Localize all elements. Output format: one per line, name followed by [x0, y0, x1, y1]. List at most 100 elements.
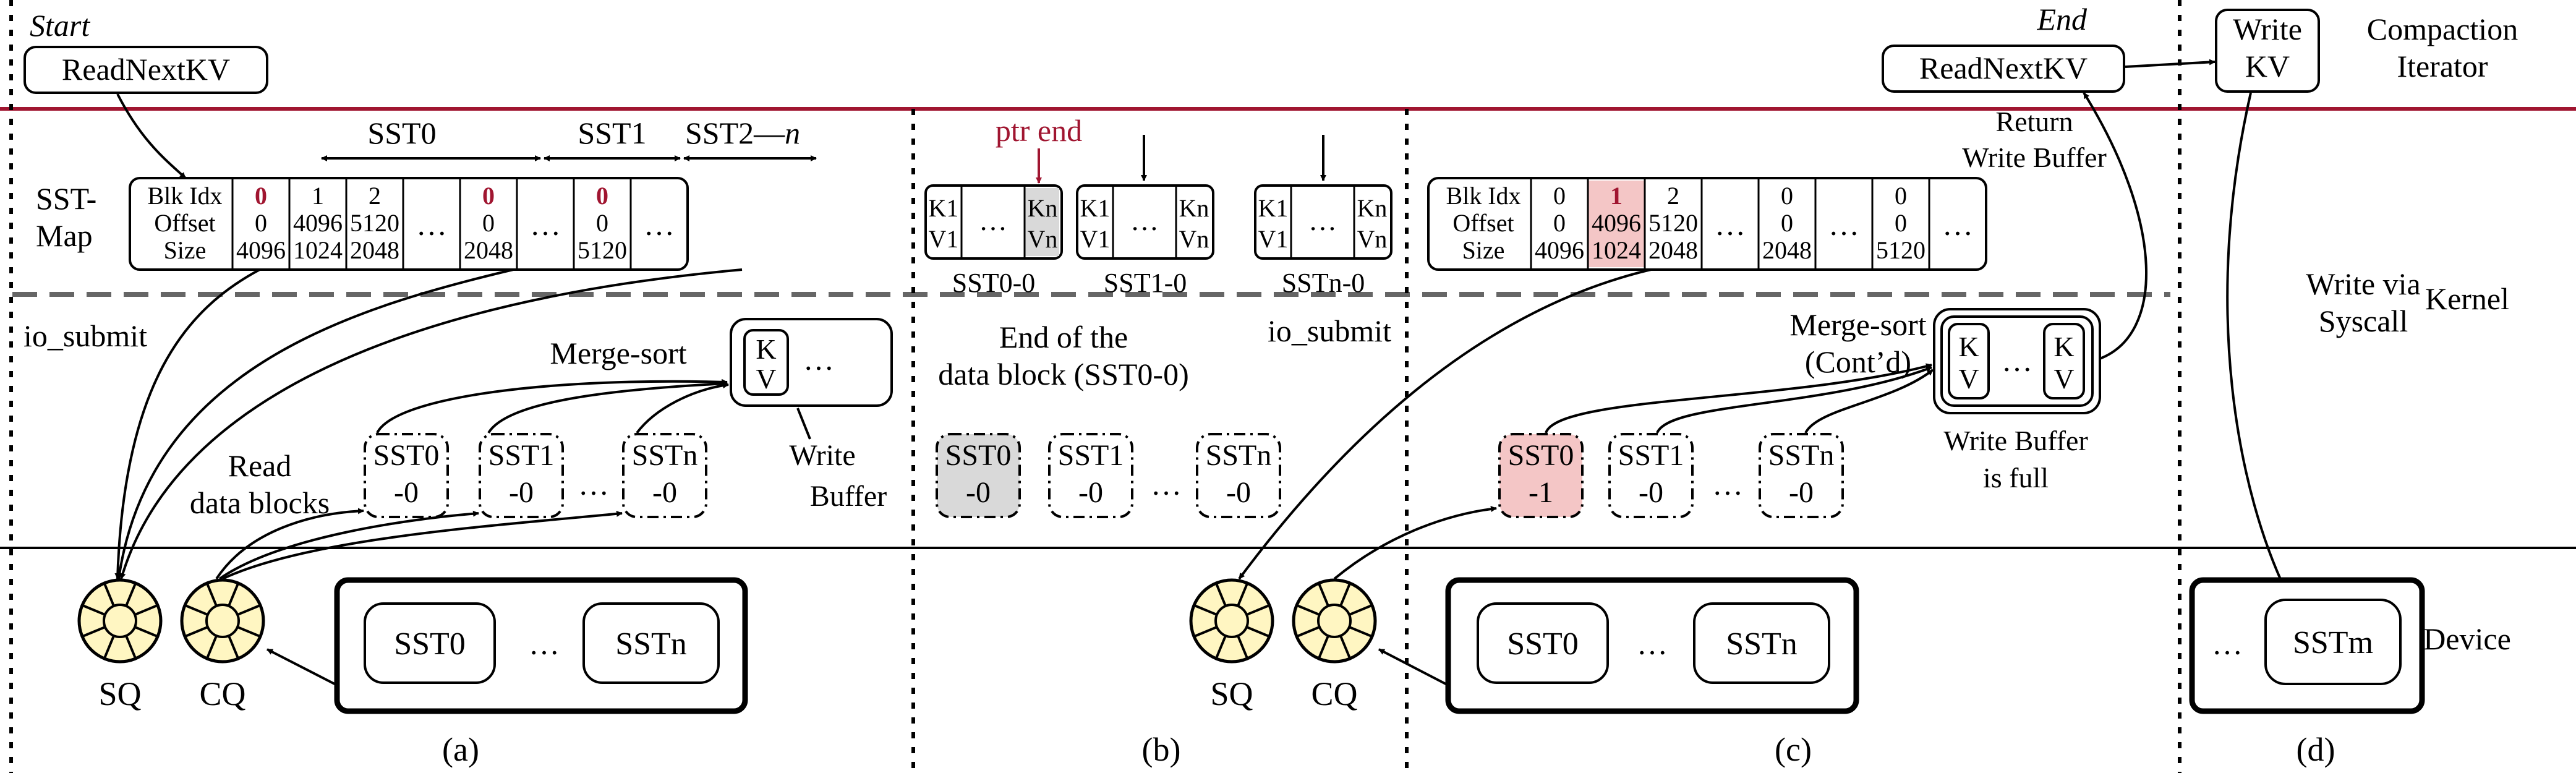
kv-c2-k: K — [2054, 331, 2074, 362]
submit-arrow-bc — [1238, 268, 1652, 580]
cq-ring-b — [1292, 578, 1377, 664]
device-sstn-label-c: SSTn — [1726, 626, 1798, 662]
map-row-label: Blk Idx — [1446, 182, 1520, 210]
read-next-kv-start-label: ReadNextKV — [62, 52, 230, 87]
sq-ring-b — [1189, 578, 1274, 664]
map-highlight-cell — [1588, 181, 1645, 267]
map-size: 2048 — [350, 236, 399, 264]
ellipsis-wb-a: … — [803, 342, 834, 377]
kv-v1: V1 — [929, 225, 959, 253]
svg-text:-0: -0 — [1639, 476, 1663, 509]
svg-text:-0: -0 — [1789, 476, 1814, 509]
kv-k1: K1 — [929, 194, 959, 222]
map-blk-idx: 2 — [1667, 182, 1679, 210]
kv-block — [1076, 184, 1214, 260]
map-size: 2048 — [1648, 236, 1698, 264]
compaction-label: Compaction — [2367, 12, 2518, 46]
map-blk-idx: 0 — [596, 182, 608, 210]
device-to-cq-arrow-c — [1378, 648, 1449, 686]
svg-text:SST0: SST0 — [1508, 439, 1574, 472]
map-size: 1024 — [1592, 236, 1641, 264]
map-blk-idx: … — [530, 207, 561, 242]
kv-pair-c-2 — [2043, 323, 2085, 399]
device-ellipsis-d: … — [2212, 626, 2243, 661]
map-offset: 0 — [482, 209, 495, 237]
merge-arrow-c-3 — [1804, 369, 1934, 434]
map-row-label: Offset — [1452, 209, 1514, 237]
device-sstm-label: SSTm — [2293, 625, 2373, 660]
merge-arrow-a-2 — [487, 380, 728, 434]
device-label: Device — [2423, 621, 2511, 656]
device-sst0-label-c: SST0 — [1507, 626, 1579, 662]
read-blocks-a-2: data blocks — [190, 485, 330, 520]
submit-arrow-a-3 — [119, 268, 743, 579]
svg-text:SST0: SST0 — [945, 439, 1012, 472]
svg-text:SSTn: SSTn — [1206, 439, 1272, 472]
svg-text:SST0: SST0 — [373, 439, 440, 472]
read-next-kv-end — [1882, 45, 2125, 93]
device-sstm — [2264, 599, 2402, 685]
map-blk-idx: 0 — [1895, 182, 1907, 210]
range-sst1: SST1 — [578, 116, 646, 150]
kv-pair-c-1 — [1948, 323, 1990, 399]
kv-v1: V1 — [1080, 225, 1111, 253]
svg-text:SST1: SST1 — [1058, 439, 1124, 472]
kv-c2-v: V — [2054, 363, 2074, 395]
map-blk-idx: … — [1942, 207, 1973, 242]
map-blk-idx: … — [1715, 207, 1746, 242]
svg-text:SSTn: SSTn — [632, 439, 698, 472]
kv-block-label: SSTn-0 — [1282, 268, 1365, 298]
map-size: 4096 — [236, 236, 286, 264]
kv-v-a: V — [756, 363, 776, 395]
map-blk-idx: … — [644, 207, 675, 242]
map-size: 5120 — [1876, 236, 1926, 264]
range-sst0: SST0 — [367, 116, 436, 150]
end-of-block-1: End of the — [999, 320, 1128, 354]
cq-label-b: CQ — [1311, 675, 1357, 712]
arrow-readnext-to-writekv — [2125, 59, 2216, 68]
svg-text:-0: -0 — [652, 476, 677, 509]
kv-block-label: SST0-0 — [952, 268, 1035, 298]
caption-c: (c) — [1775, 731, 1812, 768]
start-label: Start — [30, 8, 90, 43]
cq-arrow-a-3 — [222, 510, 623, 580]
data-block-a-sstn: SSTn -0 — [622, 433, 707, 518]
cq-label-a: CQ — [199, 675, 245, 712]
map-offset: 5120 — [1648, 209, 1698, 237]
write-syscall-1: Write via — [2306, 267, 2420, 301]
merge-arrow-c-2 — [1656, 366, 1932, 433]
write-buffer-label-a-2: Buffer — [810, 480, 887, 513]
map-offset: 0 — [255, 209, 267, 237]
cq-arrow-c — [1333, 506, 1497, 580]
wb-full-2: is full — [1983, 462, 2049, 493]
map-offset: 0 — [1781, 209, 1793, 237]
map-blk-idx: 0 — [255, 182, 267, 210]
data-block-a-sst0: SST0 -0 — [364, 433, 449, 518]
map-offset: 0 — [1895, 209, 1907, 237]
kv-vn: Vn — [1028, 225, 1058, 253]
map-size: 2048 — [1762, 236, 1812, 264]
svg-text:SSTn: SSTn — [1768, 439, 1835, 472]
merge-sort-c-1: Merge-sort — [1789, 307, 1926, 342]
return-wb-arrow — [2083, 92, 2147, 360]
cq-arrow-a-1 — [215, 508, 364, 580]
data-block-b-sst0: SST0 -0 — [936, 433, 1021, 518]
svg-text:SST1: SST1 — [1618, 439, 1684, 472]
device-sstn-label-a: SSTn — [615, 626, 687, 662]
kv-ellipsis: … — [979, 205, 1007, 236]
sst-map-label-1: SST- — [36, 181, 96, 216]
map-blk-idx: … — [1828, 207, 1859, 242]
map-blk-idx: 0 — [1781, 182, 1793, 210]
sq-ring-a — [77, 578, 163, 664]
kv-blocks-b: K1V1…KnVnSST0-0K1V1…KnVnSST1-0K1V1…KnVnS… — [924, 184, 1392, 298]
kv-pair-a — [743, 329, 789, 396]
map-blk-idx: 0 — [1553, 182, 1566, 210]
svg-text:-0: -0 — [394, 476, 419, 509]
svg-text:-0: -0 — [1226, 476, 1251, 509]
write-buffer-label-a-1: Write — [789, 439, 855, 472]
data-block-a-sst1: SST1 -0 — [479, 433, 564, 518]
kv-c1-v: V — [1958, 363, 1979, 395]
device-sst0-c — [1477, 602, 1609, 684]
map-row-label: Size — [164, 236, 207, 264]
svg-text:SST1: SST1 — [488, 439, 555, 472]
